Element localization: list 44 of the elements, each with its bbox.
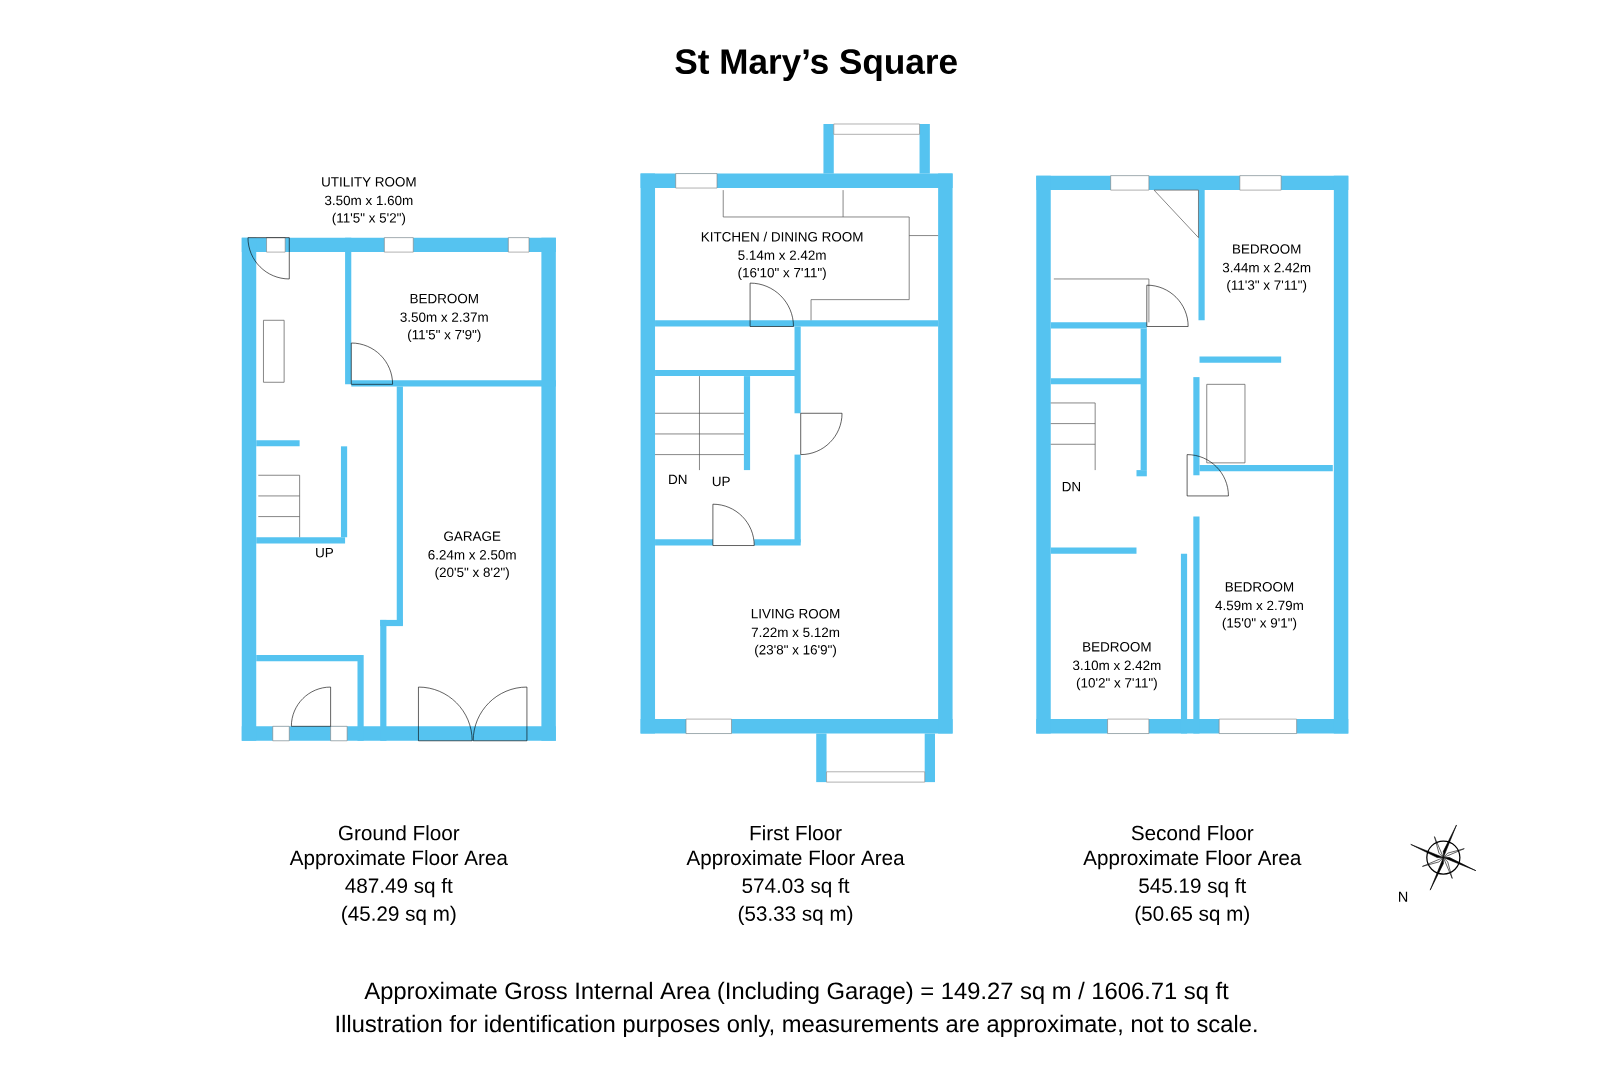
room-label: (16'10" x 7'11") (738, 267, 826, 281)
room-label: 3.50m x 1.60m (324, 195, 413, 206)
room-label: (10'2" x 7'11") (1076, 677, 1157, 691)
room-label: 6.24m x 2.50m (428, 550, 516, 560)
room-label: BEDROOM (1233, 244, 1301, 254)
floor-area-caption: (53.33 sq m) (738, 905, 853, 926)
room-label: 3.50m x 2.37m (400, 312, 488, 323)
floor-area-caption: 574.03 sq ft (742, 878, 850, 898)
room-label: 5.14m x 2.42m (738, 250, 826, 261)
stair-label: DN (1062, 482, 1080, 492)
floor-area-caption: Approximate Floor Area (686, 850, 905, 870)
room-label: 3.10m x 2.42m (1072, 660, 1161, 671)
note: Approximate Gross Internal Area (Including Garage) = 149.27 sq m / 1606.71 sq ft (364, 981, 1229, 1005)
floor-area-caption: 545.19 sq ft (1139, 878, 1247, 898)
room-label: LIVING ROOM (751, 609, 840, 619)
room-label: 7.22m x 5.12m (751, 627, 840, 638)
room-label: 3.44m x 2.42m (1222, 263, 1311, 273)
stair-label: UP (712, 476, 730, 487)
room-label: 4.59m x 2.79m (1215, 600, 1303, 611)
room-label: (15'0" x 9'1") (1222, 617, 1297, 631)
floor-area-caption: (50.65 sq m) (1135, 905, 1249, 926)
stair-label: UP (316, 548, 334, 558)
room-label: (20'5" x 8'2") (435, 567, 509, 580)
room-label: (11'3" x 7'11") (1227, 280, 1307, 293)
floor-area-caption: Second Floor (1131, 825, 1254, 841)
stair-label: DN (669, 474, 687, 485)
floor-area-caption: First Floor (750, 825, 842, 841)
room-label: (11'5" x 5'2") (332, 212, 406, 226)
floor-area-caption: Ground Floor (338, 825, 460, 841)
room-label: KITCHEN / DINING ROOM (701, 231, 863, 242)
room-label: UTILITY ROOM (322, 177, 416, 187)
room-label: (11'5" x 7'9") (408, 329, 481, 343)
room-label: BEDROOM (410, 294, 478, 304)
room-label: GARAGE (444, 531, 501, 542)
north-label: N (1399, 892, 1408, 902)
note: Illustration for identification purposes only, measurements are approximate, not to scale. (336, 1015, 1257, 1038)
floor-area-caption: (45.29 sq m) (342, 905, 456, 926)
title: St Mary’s Square (675, 49, 957, 82)
room-label: BEDROOM (1083, 642, 1151, 652)
floor-area-caption: Approximate Floor Area (1083, 850, 1302, 870)
floor-area-caption: 487.49 sq ft (345, 878, 453, 898)
room-label: BEDROOM (1225, 582, 1294, 592)
floor-area-caption: Approximate Floor Area (289, 850, 508, 870)
room-label: (23'8" x 16'9") (755, 644, 836, 658)
